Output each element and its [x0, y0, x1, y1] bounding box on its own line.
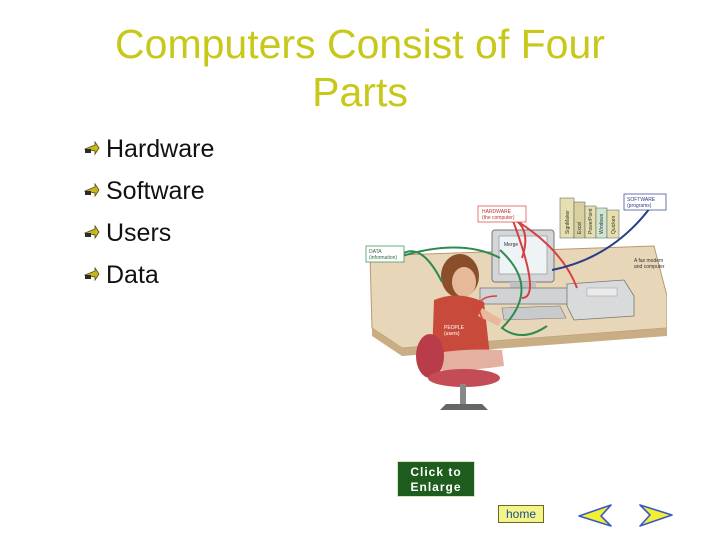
svg-text:(information): (information) — [369, 255, 397, 261]
printer — [566, 279, 635, 321]
svg-text:and computer: and computer — [634, 264, 665, 270]
arrow-bullet-icon — [84, 140, 100, 156]
book-title: Windows — [599, 213, 605, 234]
bullet-label: Data — [106, 261, 159, 289]
callout-modem: A fax modem and computer — [634, 258, 665, 270]
svg-text:DATA: DATA — [369, 249, 382, 255]
bullet-item-hardware: Hardware — [84, 132, 214, 174]
svg-text:(programs): (programs) — [627, 203, 652, 209]
keyboard — [501, 305, 567, 321]
bullet-label: Users — [106, 219, 172, 247]
book-title: Quicken — [611, 215, 617, 234]
bullet-label: Hardware — [106, 135, 215, 163]
book-title: SignMaker — [565, 210, 571, 234]
slide-title-line2: Parts — [312, 69, 408, 115]
bullet-item-users: Users — [84, 216, 214, 258]
callout-data: DATA (information) — [365, 245, 405, 263]
book-title: PowerPoint — [588, 208, 594, 234]
callout-hardware: HARDWARE (the computer) — [477, 205, 527, 223]
callout-software: SOFTWARE (programs) — [623, 193, 667, 211]
callout-people: PEOPLE (users) — [440, 322, 470, 338]
data-flow-arrows — [401, 207, 651, 336]
click-to-enlarge-button[interactable]: Click to Enlarge — [397, 461, 475, 497]
svg-text:A fax modem: A fax modem — [634, 258, 663, 264]
bullet-list: Hardware Software Users Data — [84, 132, 214, 300]
book-title: Excel — [577, 222, 583, 234]
bullet-label: Software — [106, 177, 205, 205]
computer-system-illustration: SignMaker Excel PowerPoint Windows Quick… — [365, 193, 667, 410]
arrow-bullet-icon — [84, 182, 100, 198]
arrow-bullet-icon — [84, 224, 100, 240]
svg-text:HARDWARE: HARDWARE — [482, 209, 512, 215]
svg-text:PEOPLE: PEOPLE — [444, 325, 465, 331]
svg-text:SOFTWARE: SOFTWARE — [627, 197, 656, 203]
chair — [416, 334, 500, 410]
bullet-item-data: Data — [84, 258, 214, 300]
slide-title-line1: Computers Consist of Four — [115, 21, 605, 67]
monitor: Merge — [491, 229, 555, 288]
arrow-bullet-icon — [84, 266, 100, 282]
previous-slide-arrow-icon[interactable] — [577, 502, 613, 528]
home-button[interactable]: home — [498, 505, 544, 523]
bullet-item-software: Software — [84, 174, 214, 216]
svg-text:(the computer): (the computer) — [482, 215, 515, 221]
next-slide-arrow-icon[interactable] — [638, 502, 674, 528]
svg-text:(users): (users) — [444, 331, 460, 337]
enlarge-label-line1: Click to — [410, 465, 462, 479]
screen-text: Merge — [504, 242, 518, 248]
software-books: SignMaker Excel PowerPoint Windows Quick… — [559, 197, 620, 239]
slide-title: Computers Consist of Four Parts — [60, 20, 660, 116]
enlarge-label-line2: Enlarge — [410, 480, 462, 494]
